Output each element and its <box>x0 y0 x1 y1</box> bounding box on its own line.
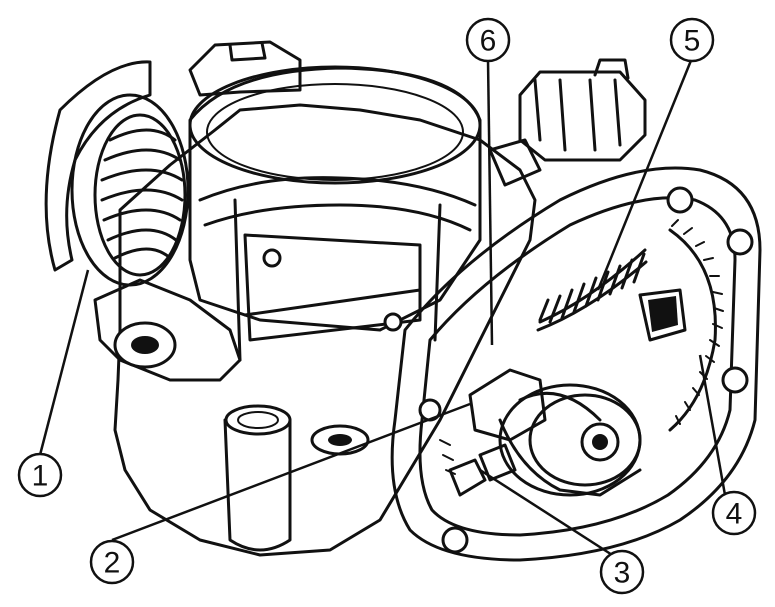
throttle-pulley <box>44 60 190 287</box>
callout-3-label: 3 <box>614 557 631 590</box>
callout-1: 1 <box>17 452 63 498</box>
leader-3 <box>479 468 621 562</box>
return-spring-coil <box>100 128 184 260</box>
callout-4: 4 <box>711 490 757 536</box>
callout-4-label: 4 <box>726 498 743 531</box>
leader-lines <box>38 57 727 562</box>
leader-4 <box>698 354 727 496</box>
tension-spring <box>536 248 648 332</box>
leader-1 <box>38 269 90 456</box>
callout-1-label: 1 <box>32 460 49 493</box>
leader-5 <box>596 57 694 291</box>
callout-6: 6 <box>465 17 511 63</box>
leader-2 <box>111 402 471 542</box>
callout-6-label: 6 <box>480 25 497 58</box>
leader-6 <box>486 59 494 346</box>
gear-sector <box>638 219 724 432</box>
tps-housing-plate <box>390 166 762 562</box>
throttle-housing <box>93 103 537 557</box>
callout-2: 2 <box>89 539 135 585</box>
callout-5: 5 <box>669 17 715 63</box>
callout-3: 3 <box>599 549 645 595</box>
throttle-bore <box>188 65 482 362</box>
sensor-connector <box>488 58 647 187</box>
callout-5-label: 5 <box>684 25 701 58</box>
sensor-rotor <box>439 368 642 497</box>
coolant-pipe <box>223 404 370 552</box>
top-bracket <box>188 40 302 97</box>
callout-2-label: 2 <box>104 547 121 580</box>
